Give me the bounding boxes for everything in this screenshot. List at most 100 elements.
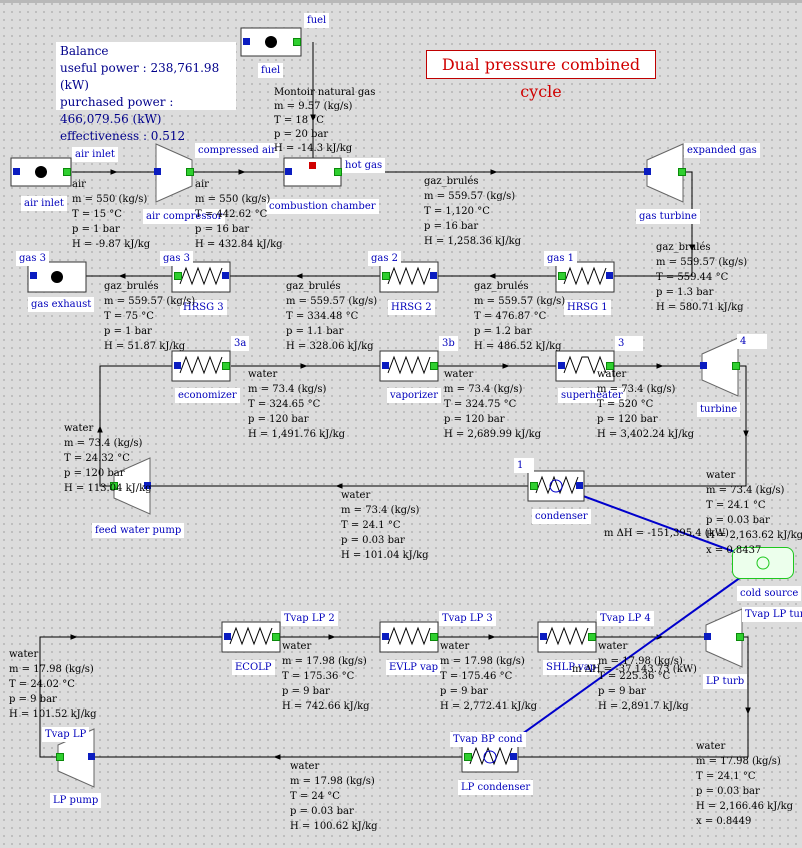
port-33[interactable] — [430, 633, 438, 641]
port-28[interactable] — [110, 482, 118, 490]
name-combustion-chamber[interactable]: combustion chamber — [266, 199, 379, 214]
port-8[interactable] — [309, 162, 316, 169]
diagram-shape — [563, 355, 607, 375]
tag-3[interactable]: 3 — [615, 336, 643, 351]
port-41[interactable] — [88, 753, 95, 760]
port-15[interactable] — [430, 272, 437, 279]
port-11[interactable] — [30, 272, 37, 279]
port-5[interactable] — [186, 168, 194, 176]
tag-expanded-gas[interactable]: expanded gas — [684, 143, 760, 158]
name-hrsg2[interactable]: HRSG 2 — [388, 300, 435, 315]
port-1[interactable] — [293, 38, 301, 46]
port-4[interactable] — [154, 168, 161, 175]
name-hrsg3[interactable]: HRSG 3 — [180, 300, 227, 315]
port-25[interactable] — [732, 362, 740, 370]
port-36[interactable] — [704, 633, 711, 640]
name-gas-exhaust[interactable]: gas exhaust — [28, 297, 95, 312]
port-22[interactable] — [558, 362, 565, 369]
port-23[interactable] — [606, 362, 614, 370]
tag-gas3[interactable]: gas 3 — [160, 251, 194, 266]
port-30[interactable] — [224, 633, 231, 640]
tag-gas2[interactable]: gas 2 — [368, 251, 402, 266]
port-32[interactable] — [382, 633, 389, 640]
port-20[interactable] — [382, 362, 389, 369]
diagram-shape — [387, 626, 431, 646]
port-16[interactable] — [558, 272, 566, 280]
name-fuel[interactable]: fuel — [258, 63, 284, 78]
name-air-inlet[interactable]: air inlet — [21, 196, 67, 211]
name-vaporizer[interactable]: vaporizer — [387, 388, 441, 403]
port-29[interactable] — [144, 482, 151, 489]
name-lp-turb[interactable]: LP turb — [703, 674, 748, 689]
port-14[interactable] — [382, 272, 390, 280]
name-ecolp[interactable]: ECOLP — [232, 660, 275, 675]
tag-tvap-lp4[interactable]: Tvap LP 4 — [597, 611, 654, 626]
link-lp-turb — [518, 636, 749, 758]
port-34[interactable] — [540, 633, 547, 640]
port-12[interactable] — [174, 272, 182, 280]
port-0[interactable] — [243, 38, 250, 45]
cold-source-node[interactable] — [732, 547, 794, 579]
port-40[interactable] — [56, 753, 64, 761]
port-13[interactable] — [222, 272, 229, 279]
port-10[interactable] — [678, 168, 686, 176]
port-19[interactable] — [222, 362, 230, 370]
tag-tvap-bp-cond[interactable]: Tvap BP cond — [450, 732, 526, 747]
name-air-compressor[interactable]: air compressor — [143, 209, 226, 224]
diagram-shape — [469, 746, 513, 766]
tag-gas-exhaust[interactable]: gas 3 — [16, 251, 50, 266]
port-7[interactable] — [334, 168, 342, 176]
name-lp-pump[interactable]: LP pump — [50, 793, 102, 808]
name-shlp[interactable]: SHLP vap — [543, 660, 600, 675]
port-17[interactable] — [606, 272, 613, 279]
port-39[interactable] — [510, 753, 517, 760]
tag-1[interactable]: 1 — [514, 458, 534, 473]
port-27[interactable] — [576, 482, 583, 489]
port-21[interactable] — [430, 362, 438, 370]
name-hrsg1[interactable]: HRSG 1 — [564, 300, 611, 315]
tag-4[interactable]: 4 — [737, 334, 767, 349]
name-evlp[interactable]: EVLP vap — [386, 660, 442, 675]
tag-gas1[interactable]: gas 1 — [544, 251, 578, 266]
name-lp-condenser[interactable]: LP condenser — [458, 780, 534, 795]
tag-compressed-air[interactable]: compressed air — [195, 143, 279, 158]
tag-3b[interactable]: 3b — [439, 336, 458, 351]
name-economizer[interactable]: economizer — [175, 388, 240, 403]
tag-3a[interactable]: 3a — [231, 336, 250, 351]
balance-useful-power: useful power : 238,761.98 (kW) — [60, 61, 220, 92]
tag-air-inlet[interactable]: air inlet — [72, 147, 118, 162]
port-9[interactable] — [644, 168, 651, 175]
port-31[interactable] — [272, 633, 280, 641]
tag-fuel[interactable]: fuel — [304, 13, 330, 28]
name-cold-source[interactable]: cold source — [737, 586, 802, 601]
name-turbine[interactable]: turbine — [697, 402, 741, 417]
tag-tvap-lp2[interactable]: Tvap LP 2 — [281, 611, 338, 626]
port-37[interactable] — [736, 633, 744, 641]
top-border — [0, 0, 802, 3]
name-feed-water-pump[interactable]: feed water pump — [92, 523, 185, 538]
name-superheater[interactable]: superheater — [558, 388, 626, 403]
port-18[interactable] — [174, 362, 181, 369]
port-38[interactable] — [464, 753, 472, 761]
tag-tvap-lp[interactable]: Tvap LP — [42, 727, 90, 742]
tag-tvap-lp-turb[interactable]: Tvap LP turb — [742, 607, 802, 622]
port-6[interactable] — [285, 168, 292, 175]
tag-hot-gas[interactable]: hot gas — [342, 158, 386, 173]
port-2[interactable] — [13, 168, 20, 175]
port-24[interactable] — [700, 362, 707, 369]
port-35[interactable] — [588, 633, 596, 641]
port-26[interactable] — [530, 482, 538, 490]
heat-link-lp-condenser — [489, 561, 763, 758]
name-gas-turbine[interactable]: gas turbine — [636, 209, 700, 224]
port-3[interactable] — [63, 168, 71, 176]
name-condenser[interactable]: condenser — [532, 509, 591, 524]
tag-tvap-lp3[interactable]: Tvap LP 3 — [439, 611, 496, 626]
